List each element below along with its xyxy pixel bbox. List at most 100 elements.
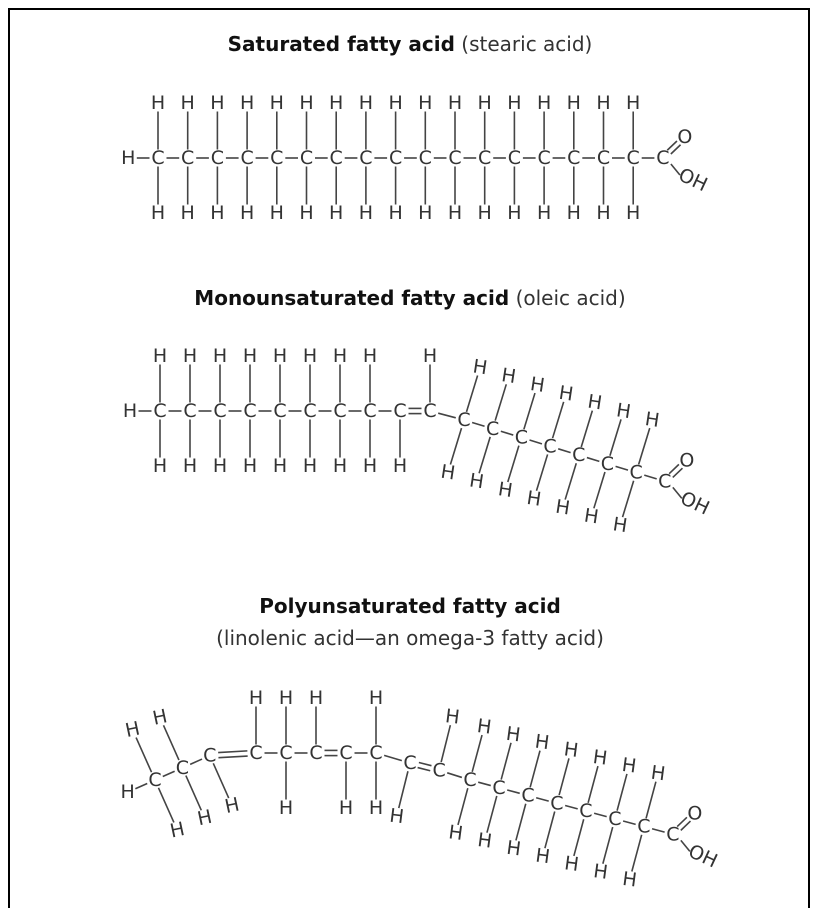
h-bond-11-down xyxy=(457,788,469,826)
carbon-3: C xyxy=(211,147,224,169)
hydrogen-7-up: H xyxy=(333,345,347,367)
h-bond-11-down xyxy=(449,427,463,465)
carbon-16: C xyxy=(601,453,614,475)
polyunsaturated-title: Polyunsaturated fatty acid xyxy=(0,594,820,618)
carbon-11: C xyxy=(457,409,470,431)
carbon-13: C xyxy=(515,427,528,449)
polyunsaturated-subtitle: (linolenic acid—an omega-3 fatty acid) xyxy=(216,626,604,650)
hydrogen-7-up: H xyxy=(329,92,343,114)
carbon-3: C xyxy=(203,745,216,767)
carbon-9: C xyxy=(389,147,402,169)
hydrogen-13-down: H xyxy=(505,837,522,861)
carbonyl-oxygen: O xyxy=(679,449,694,471)
hydrogen-2-down: H xyxy=(181,202,195,224)
hydrogen-14-down: H xyxy=(525,487,542,511)
hydrogen-7-down: H xyxy=(333,455,347,477)
hydrogen-9-down: H xyxy=(388,202,402,224)
h-bond-3-down xyxy=(212,763,230,799)
h-bond-2-down xyxy=(185,775,203,811)
carbon-14: C xyxy=(550,792,563,814)
hydrogen-17-down: H xyxy=(611,513,628,537)
h-bond-16-down xyxy=(593,471,606,509)
carbon-2: C xyxy=(176,757,189,779)
carbon-5: C xyxy=(273,400,286,422)
backbone-bond-11 xyxy=(471,421,485,428)
h-bond-11-up xyxy=(471,734,483,772)
hydrogen-9-up: H xyxy=(388,92,402,114)
hydrogen-16-up: H xyxy=(621,754,638,778)
carbon-15: C xyxy=(567,147,580,169)
hydroxyl-bond xyxy=(670,163,681,176)
hydrogen-10-up: H xyxy=(423,345,437,367)
hydrogen-6-up: H xyxy=(309,687,323,709)
h-bond-14-up xyxy=(551,401,565,439)
h-bond-10-up xyxy=(440,724,452,763)
carbon-9: C xyxy=(393,400,406,422)
hydrogen-8-up: H xyxy=(363,345,377,367)
hydrogen-14-up: H xyxy=(537,92,551,114)
carbon-4: C xyxy=(240,147,253,169)
carbon-18: C xyxy=(666,823,679,845)
hydrogen-6-down: H xyxy=(303,455,317,477)
hydrogen-15-down: H xyxy=(554,496,571,520)
carbon-11: C xyxy=(448,147,461,169)
hydrogen-11-down: H xyxy=(448,202,462,224)
hydrogen-5-up: H xyxy=(279,687,293,709)
carbonyl-bond-b xyxy=(668,463,680,475)
hydrogen-12-down: H xyxy=(468,469,485,493)
hydrogen-13-up: H xyxy=(529,373,546,397)
carbon-15: C xyxy=(572,444,585,466)
hydrogen-11-down: H xyxy=(447,821,464,845)
h-bond-16-up xyxy=(609,419,622,456)
h-bond-17-up xyxy=(645,781,657,819)
hydrogen-15-up: H xyxy=(586,391,603,415)
carbon-1: C xyxy=(148,769,161,791)
backbone-bond-3-b xyxy=(218,750,248,754)
backbone-bond-9-b xyxy=(418,761,432,767)
carbon-17: C xyxy=(637,816,650,838)
hydrogen-4-up: H xyxy=(249,687,263,709)
hydrogen-3-up: H xyxy=(210,92,224,114)
carbon-18: C xyxy=(658,470,671,492)
backbone-bond-17 xyxy=(651,828,665,833)
hydrogen-3-up: H xyxy=(213,345,227,367)
carbon-1: C xyxy=(153,400,166,422)
h-bond-14-down xyxy=(535,454,549,492)
hydrogen-9-down: H xyxy=(393,455,407,477)
hydrogen-17-up: H xyxy=(644,408,661,432)
hydrogen-12-up: H xyxy=(478,92,492,114)
saturated-title-paren: (stearic acid) xyxy=(461,32,593,56)
backbone-bond-10 xyxy=(446,772,463,779)
hydrogen-5-down: H xyxy=(270,202,284,224)
carbon-7: C xyxy=(339,742,352,764)
hydrogen-12-up: H xyxy=(500,364,517,388)
carbon-5: C xyxy=(270,147,283,169)
hydrogen-1-down: H xyxy=(168,818,187,842)
hydrogen-8-up: H xyxy=(369,687,383,709)
carbon-12: C xyxy=(492,777,505,799)
hydrogen-6-up: H xyxy=(299,92,313,114)
terminal-hydrogen: H xyxy=(120,781,134,803)
hydrogen-15-down: H xyxy=(567,202,581,224)
hydrogen-7-down: H xyxy=(339,797,353,819)
hydrogen-7-down: H xyxy=(329,202,343,224)
h-bond-1-down xyxy=(157,787,175,823)
hydrogen-17-down: H xyxy=(621,868,638,892)
hydrogen-9-down: H xyxy=(388,805,405,829)
carbon-8: C xyxy=(369,742,382,764)
carbon-6: C xyxy=(300,147,313,169)
hydrogen-16-down: H xyxy=(592,860,609,884)
hydrogen-11-down: H xyxy=(439,461,456,485)
h-bond-17-down xyxy=(621,480,635,518)
hydrogen-2-up: H xyxy=(183,345,197,367)
backbone-bond-15 xyxy=(586,456,600,463)
carbon-6: C xyxy=(303,400,316,422)
carbonyl-bond-a xyxy=(680,820,692,831)
hydrogen-11-up: H xyxy=(471,355,488,379)
backbone-bond-14 xyxy=(564,804,578,810)
hydrogen-3-down: H xyxy=(213,455,227,477)
carbon-12: C xyxy=(486,418,499,440)
carbon-10: C xyxy=(419,147,432,169)
carbonyl-bond-a xyxy=(672,467,684,478)
